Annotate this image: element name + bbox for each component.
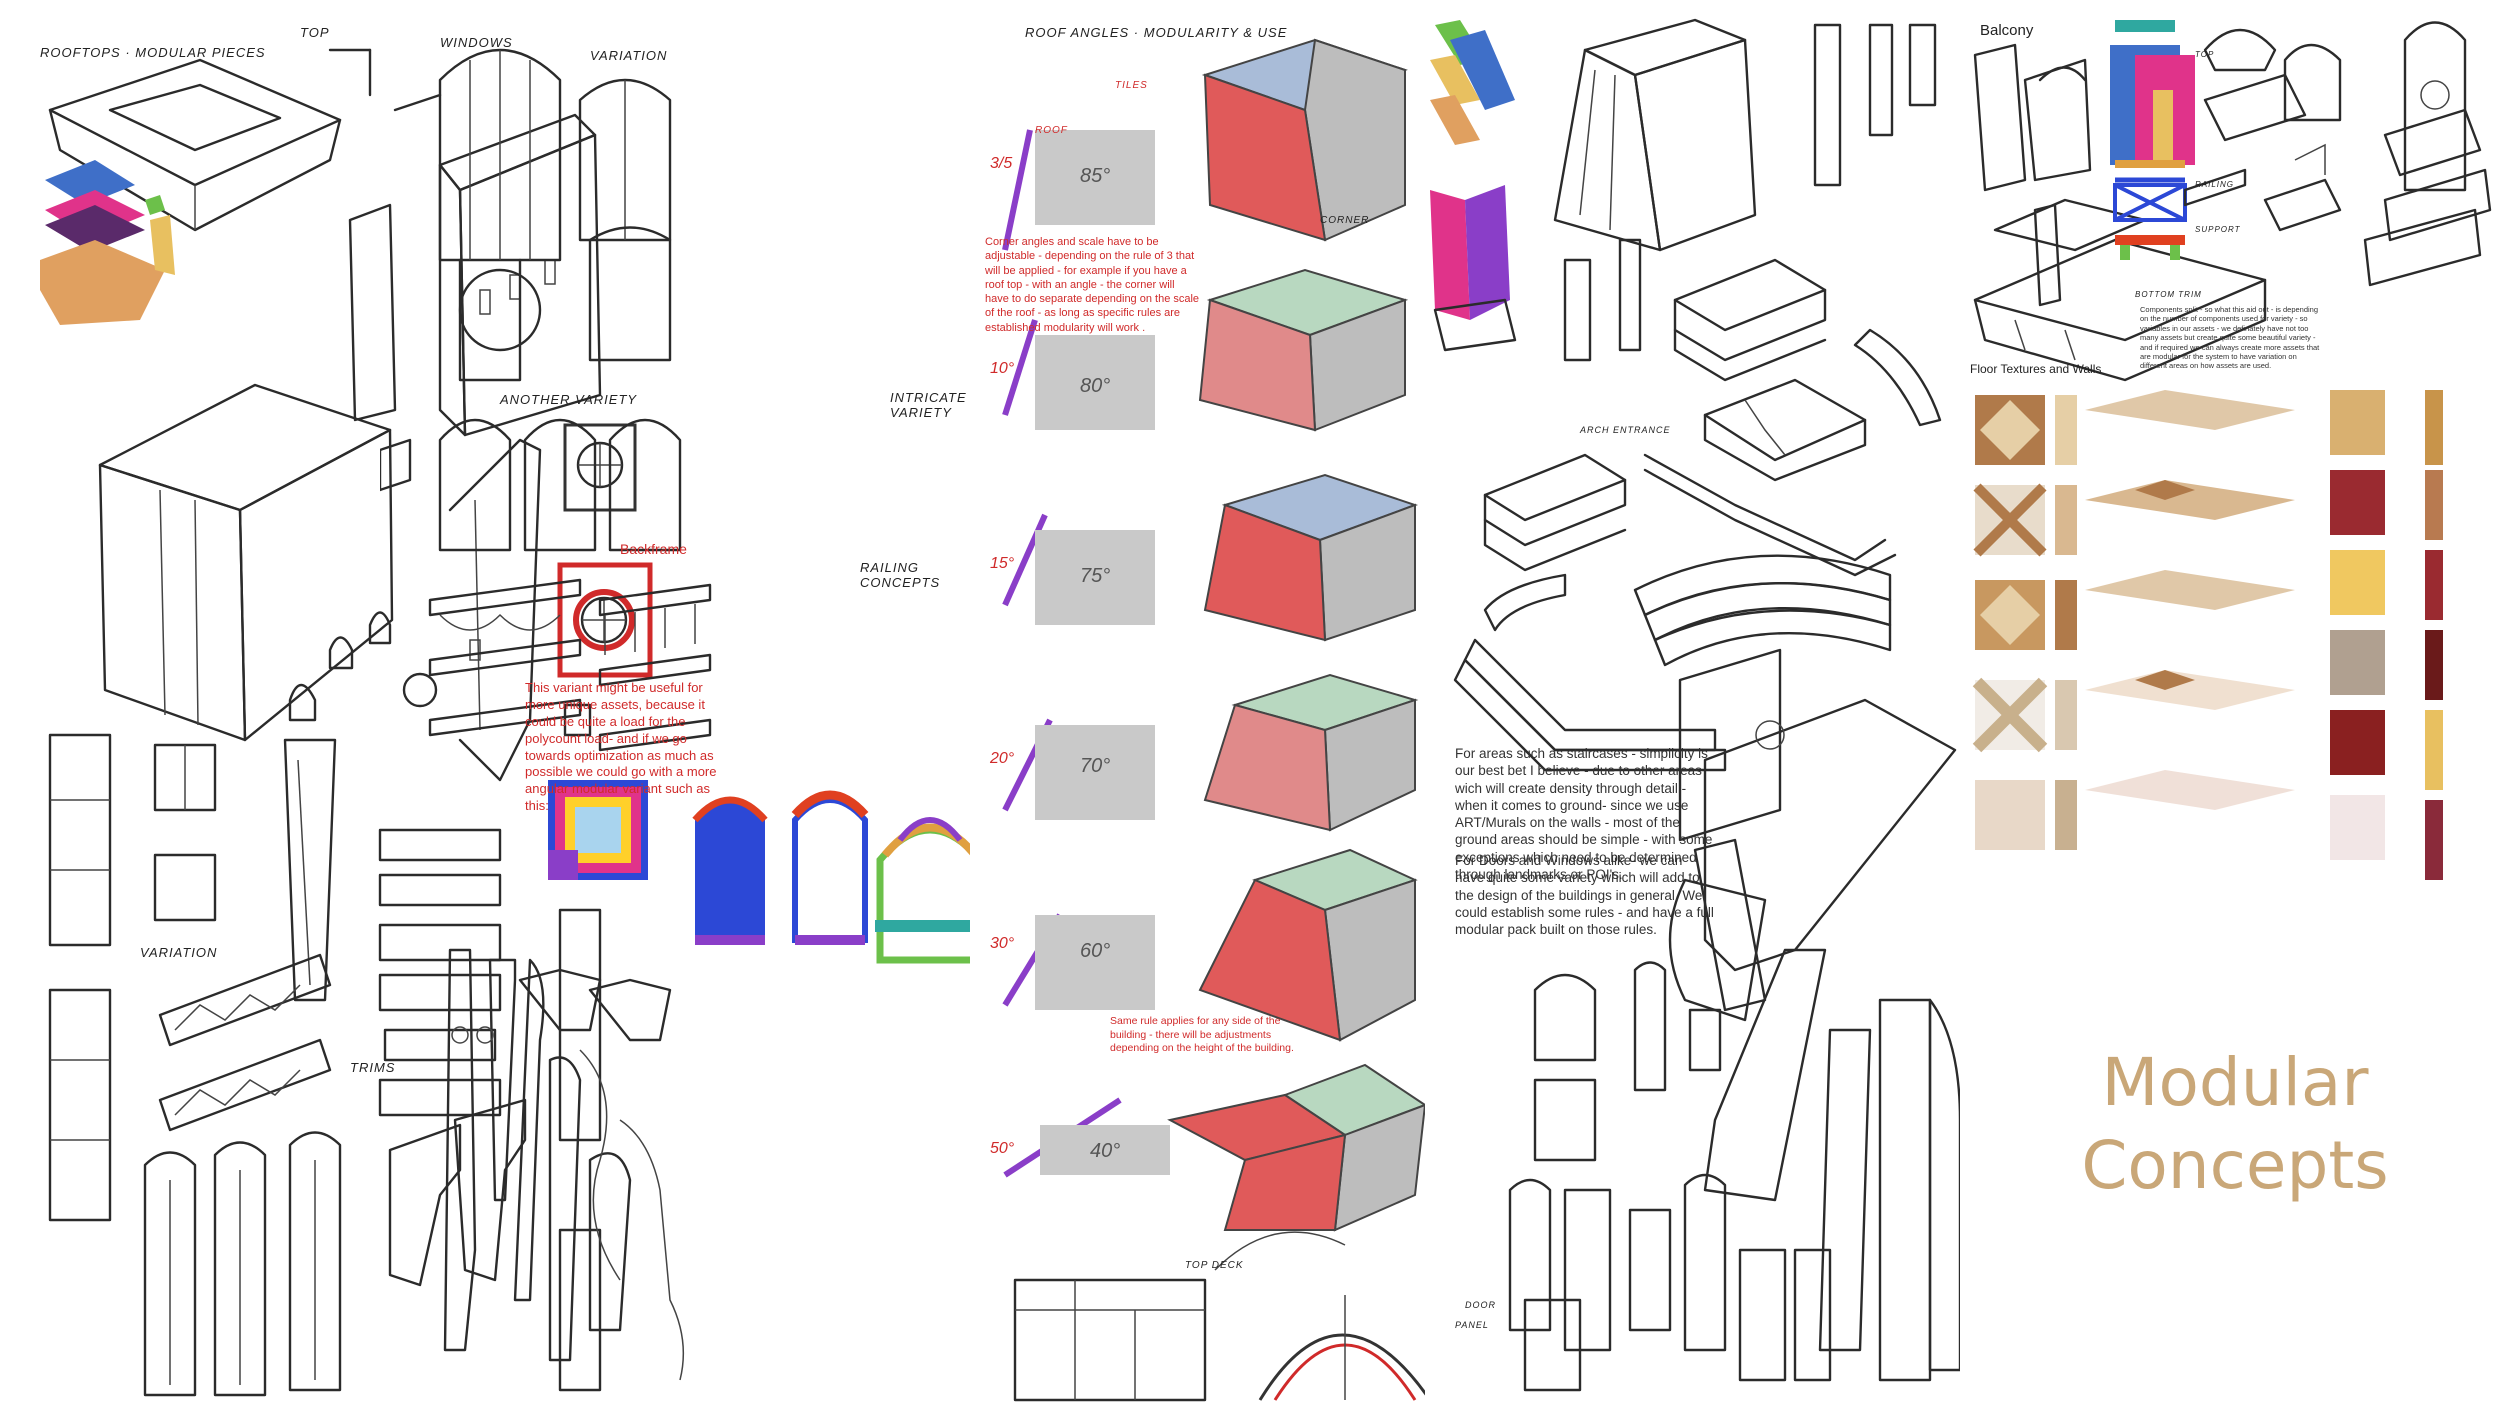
top-deck-label: TOP DECK <box>1185 1260 1244 1271</box>
ratio-label-5: 30° <box>990 935 1015 952</box>
angle-label-6: 40° <box>1090 1140 1121 1162</box>
angle-label-1: 85° <box>1080 165 1111 187</box>
staircase-note: For areas such as staircases - simplicit… <box>1455 746 1713 882</box>
window-sketches <box>380 48 970 1381</box>
ratio-label-2: 10° <box>990 360 1015 377</box>
floor-tiles <box>1972 390 2443 880</box>
ratio-label-3: 15° <box>990 555 1015 572</box>
stairs-door-sketches <box>1430 18 1960 1392</box>
railing-concepts-label: RAILING CONCEPTS <box>860 560 941 590</box>
windows-label: WINDOWS <box>440 35 513 50</box>
angle-box-3 <box>1035 530 1155 625</box>
balcony-sketches <box>1972 20 2492 880</box>
angle-box-4 <box>1035 725 1155 820</box>
ratio-label-1: 3/5 <box>990 155 1013 172</box>
intricate-variety-label: INTRICATE VARIETY <box>890 390 967 420</box>
roof-label: ROOF <box>1035 125 1068 136</box>
variation-label: VARIATION <box>140 945 218 960</box>
panel-label: PANEL <box>1455 1320 1489 1330</box>
another-variety-label: ANOTHER VARIETY <box>500 392 638 407</box>
top-label: TOP <box>300 25 330 40</box>
rooftop-sketches <box>40 48 602 1397</box>
variation-label-2: VARIATION <box>590 48 668 63</box>
panel-rooftops: ROOFTOPS · MODULAR PIECES TOP VARIATION … <box>0 0 640 1406</box>
rooftops-label: ROOFTOPS · MODULAR PIECES <box>40 45 266 60</box>
angle-label-4: 70° <box>1080 755 1111 777</box>
roof-angles-label: ROOF ANGLES · MODULARITY & USE <box>1025 25 1288 40</box>
balcony-railing-label: RAILING <box>2195 180 2235 189</box>
ratio-label-4: 20° <box>990 750 1015 767</box>
arch-entrance-label: ARCH ENTRANCE <box>1580 425 1671 435</box>
angle-box-1 <box>1035 130 1155 225</box>
angle-label-5: 60° <box>1080 940 1111 962</box>
door-label: DOOR <box>1465 1300 1496 1310</box>
panel-windows: WINDOWS VARIATION ANOTHER VARIETY INTRIC… <box>380 0 970 1406</box>
panel-balcony-floors: Balcony Floor Textures and Walls TOP RAI… <box>1965 0 2500 900</box>
angle-box-6 <box>1040 1125 1170 1175</box>
angle-label-2: 80° <box>1080 375 1111 397</box>
balcony-bottom-label: BOTTOM TRIM <box>2135 290 2202 299</box>
backframe-label: Backframe <box>620 541 687 557</box>
balcony-support-label: SUPPORT <box>2195 225 2241 234</box>
angle-box-5 <box>1035 915 1155 1010</box>
roof-angle-note: Corner angles and scale have to be adjus… <box>985 236 1200 334</box>
panel-stairs-doors: For areas such as staircases - simplicit… <box>1425 0 1960 1406</box>
tiles-label: TILES <box>1115 80 1148 91</box>
angle-box-2 <box>1035 335 1155 430</box>
balcony-heading: Balcony <box>1980 22 2034 39</box>
roof-angle-diagrams <box>1002 38 1425 1402</box>
components-note: Components split - so what this aid out … <box>2140 305 2320 371</box>
balcony-top-label: TOP <box>2195 50 2215 59</box>
panel-roof-angles: 85° 80° 75° 70° 60° 40° 3/5 10° 15° 20° … <box>985 0 1425 1406</box>
page-title: Modular Concepts <box>2025 1042 2445 1207</box>
building-side-note: Same rule applies for any side of the bu… <box>1110 1015 1294 1055</box>
floor-textures-heading: Floor Textures and Walls <box>1970 362 2102 376</box>
ratio-label-6: 50° <box>990 1140 1015 1157</box>
angle-label-3: 75° <box>1080 565 1111 587</box>
backframe-note: This variant might be useful for more un… <box>525 680 717 814</box>
trims-label: TRIMS <box>350 1060 396 1075</box>
title-line-1: Modular <box>2101 1044 2369 1121</box>
title-line-2: Concepts <box>2081 1126 2389 1204</box>
doors-windows-note: For Doors and Windows alike- we can have… <box>1455 853 1714 938</box>
corner-label: CORNER <box>1320 215 1370 226</box>
